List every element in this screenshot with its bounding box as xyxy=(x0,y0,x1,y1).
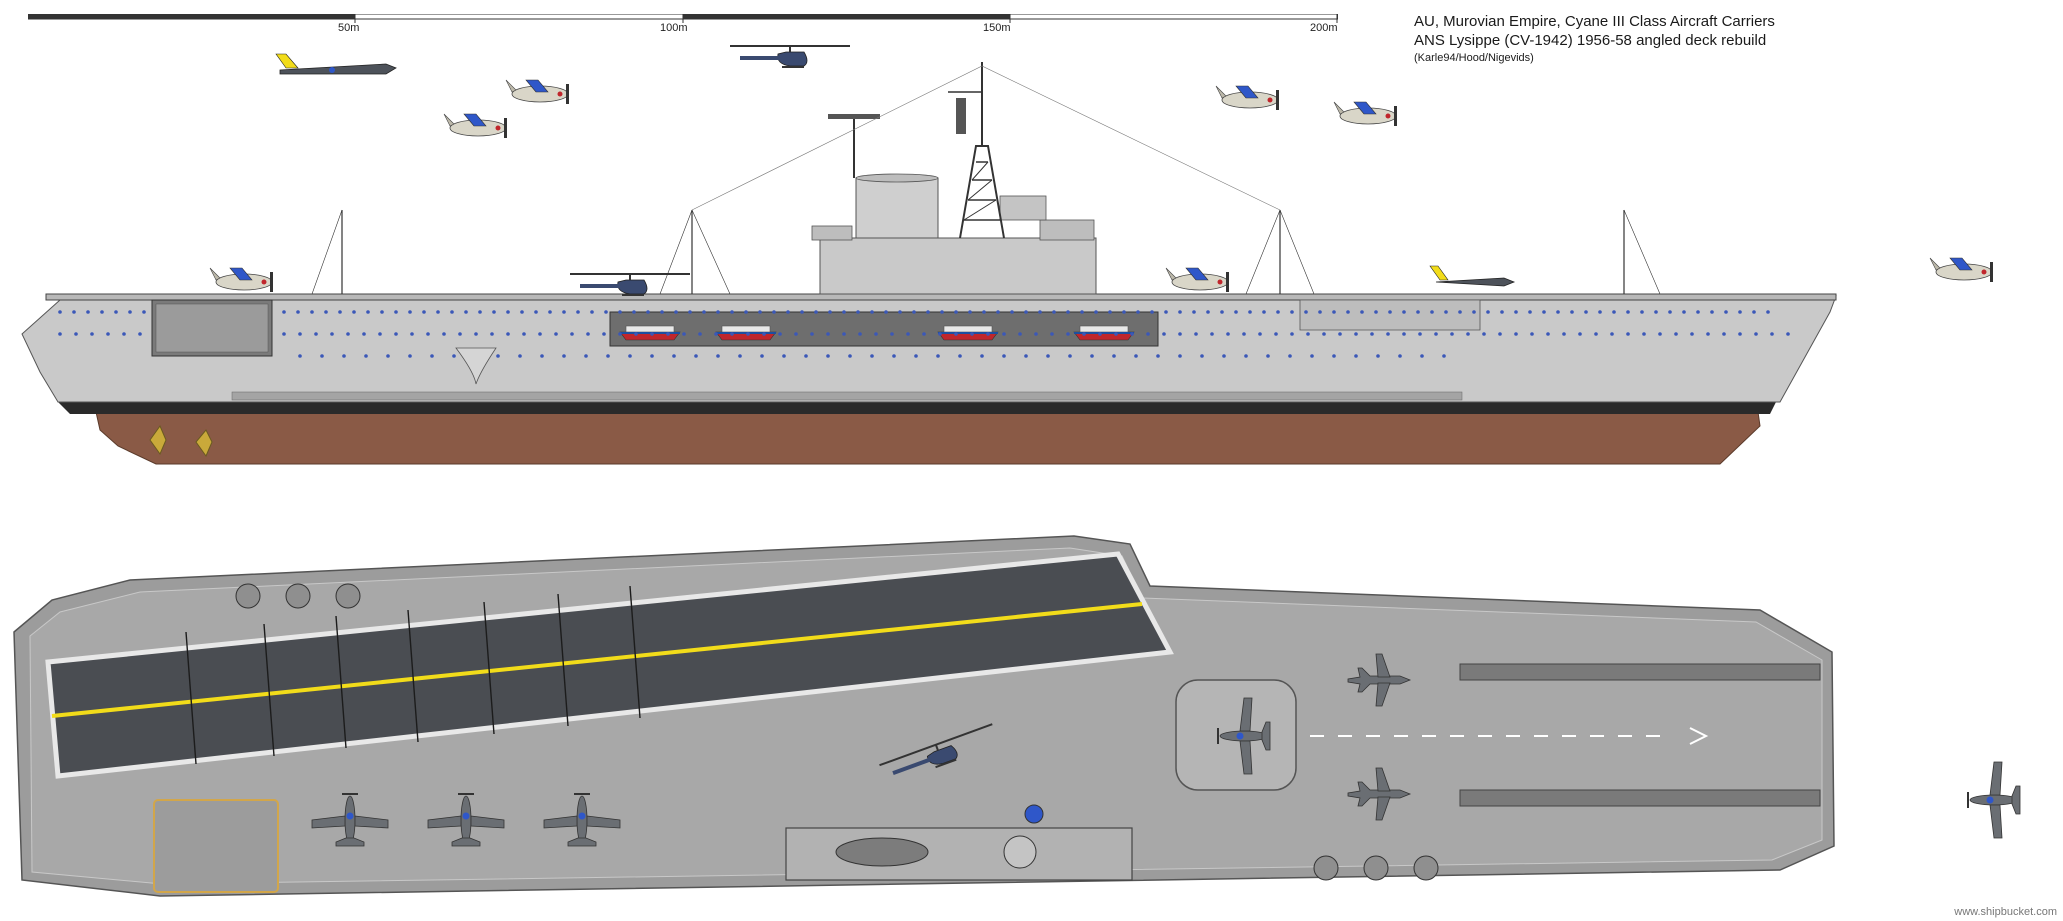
propeller-aircraft-icon xyxy=(1929,257,1994,283)
propeller-aircraft-icon xyxy=(1967,761,2021,839)
angled-runway xyxy=(45,551,1174,779)
title-block: AU, Murovian Empire, Cyane III Class Air… xyxy=(1414,12,1775,66)
watermark: www.shipbucket.com xyxy=(1954,906,2057,918)
scale-label-150m: 150m xyxy=(983,22,1011,34)
island-plan xyxy=(785,804,1133,881)
propeller-aircraft-icon xyxy=(1215,85,1280,111)
island xyxy=(811,62,1097,295)
profile-aircraft xyxy=(209,265,1516,297)
deck-fittings xyxy=(235,583,1439,881)
boat-deck xyxy=(609,311,1159,347)
aft-lift xyxy=(153,799,279,893)
runway-centerline xyxy=(51,602,1143,718)
scale-label-200m: 200m xyxy=(1310,22,1338,34)
flying-aircraft xyxy=(275,45,1994,283)
scale-label-50m: 50m xyxy=(338,22,360,34)
jet-aircraft-icon xyxy=(275,53,397,75)
arrester-wires xyxy=(185,585,641,765)
catapults xyxy=(1459,663,1821,807)
propeller-aircraft-icon xyxy=(505,79,570,105)
boot-topping xyxy=(58,402,1776,414)
side-profile xyxy=(21,62,1837,465)
propeller-aircraft-icon xyxy=(1333,101,1398,127)
propeller-aircraft-icon xyxy=(443,113,508,139)
helicopter-icon xyxy=(729,45,851,69)
antenna-masts xyxy=(311,65,1661,295)
title-line-2: ANS Lysippe (CV-1942) 1956-58 angled dec… xyxy=(1414,32,1767,49)
plan-view xyxy=(13,535,1835,897)
propellers xyxy=(149,424,213,458)
flight-deck-edge xyxy=(45,293,1837,301)
hull-stripe xyxy=(231,391,1463,401)
underwater-hull xyxy=(95,411,1761,465)
credits-line: (Karle94/Hood/Nigevids) xyxy=(1414,52,1534,64)
scale-label-100m: 100m xyxy=(660,22,688,34)
title-line-1: AU, Murovian Empire, Cyane III Class Air… xyxy=(1414,13,1775,30)
